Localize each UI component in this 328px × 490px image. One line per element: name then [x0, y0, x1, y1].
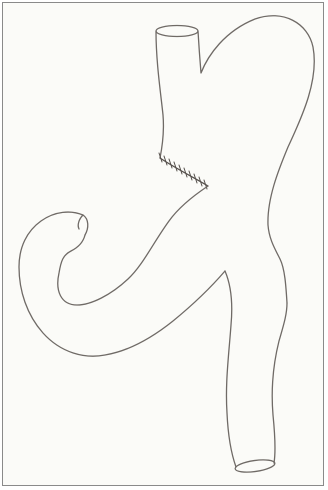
esophageal-stump	[156, 26, 198, 159]
esophagus-left-wall	[156, 31, 163, 158]
efferent-limb	[225, 271, 287, 474]
efferent-limb-right-wall	[272, 303, 287, 463]
efferent-limb-left-wall	[225, 271, 236, 467]
surgical-anatomy-diagram	[3, 3, 323, 485]
staple-line	[159, 153, 208, 189]
afferent-limb-outline	[58, 186, 208, 305]
esophagus-opening	[156, 26, 198, 37]
staple-hatch-marks	[159, 153, 207, 189]
gastric-pouch-outline	[198, 16, 314, 303]
cut-end-lip	[78, 215, 88, 235]
efferent-limb-opening	[234, 458, 275, 474]
figure-frame	[2, 2, 324, 486]
